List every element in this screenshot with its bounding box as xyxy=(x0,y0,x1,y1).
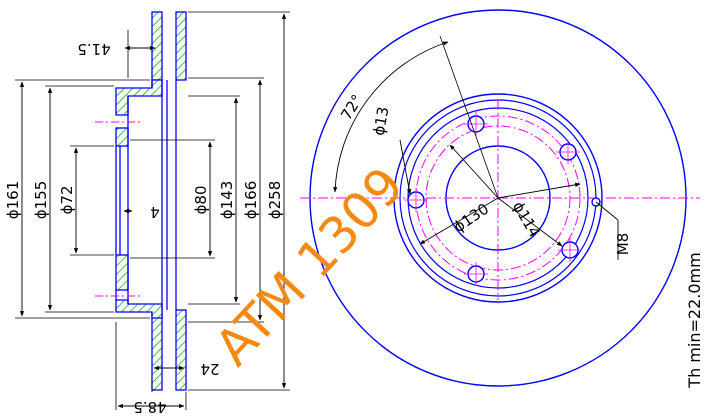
min-thickness-label: Th min=22.0mm xyxy=(685,252,704,388)
label-d161: ϕ161 xyxy=(4,181,22,220)
angle-arc-72 xyxy=(333,41,449,193)
front-view: 72° ϕ13 ϕ130 ϕ114 M8 xyxy=(300,9,700,387)
label-overall-height: 48.5 xyxy=(133,398,166,416)
inner-plate-top xyxy=(175,11,187,81)
hat-section-top xyxy=(115,79,163,116)
label-hat-height: 41.5 xyxy=(77,40,110,58)
section-view: ϕ161 ϕ155 ϕ72 ϕ80 ϕ143 ϕ166 ϕ258 41.5 4 … xyxy=(4,11,290,416)
label-bolt-angle: 72° xyxy=(337,91,366,123)
label-d143: ϕ143 xyxy=(218,181,236,220)
label-d155: ϕ155 xyxy=(32,181,50,220)
outer-plate-top xyxy=(151,11,163,81)
label-d80: ϕ80 xyxy=(192,186,210,215)
inner-plate-bottom xyxy=(175,309,187,391)
hat-section-bottom xyxy=(115,299,163,319)
hat-wall-bottom xyxy=(115,254,129,291)
label-d258: ϕ258 xyxy=(266,181,284,220)
outer-plate-bottom xyxy=(151,309,163,391)
hat-wall-top xyxy=(115,127,129,147)
label-pcd-114: ϕ114 xyxy=(509,198,544,240)
label-d166: ϕ166 xyxy=(242,181,260,220)
label-thread: M8 xyxy=(614,233,632,256)
label-hat-thickness: 4 xyxy=(150,203,160,221)
label-bolt-hole: ϕ13 xyxy=(370,105,393,137)
label-d72: ϕ72 xyxy=(58,186,76,215)
label-rotor-thickness: 24 xyxy=(200,360,219,378)
